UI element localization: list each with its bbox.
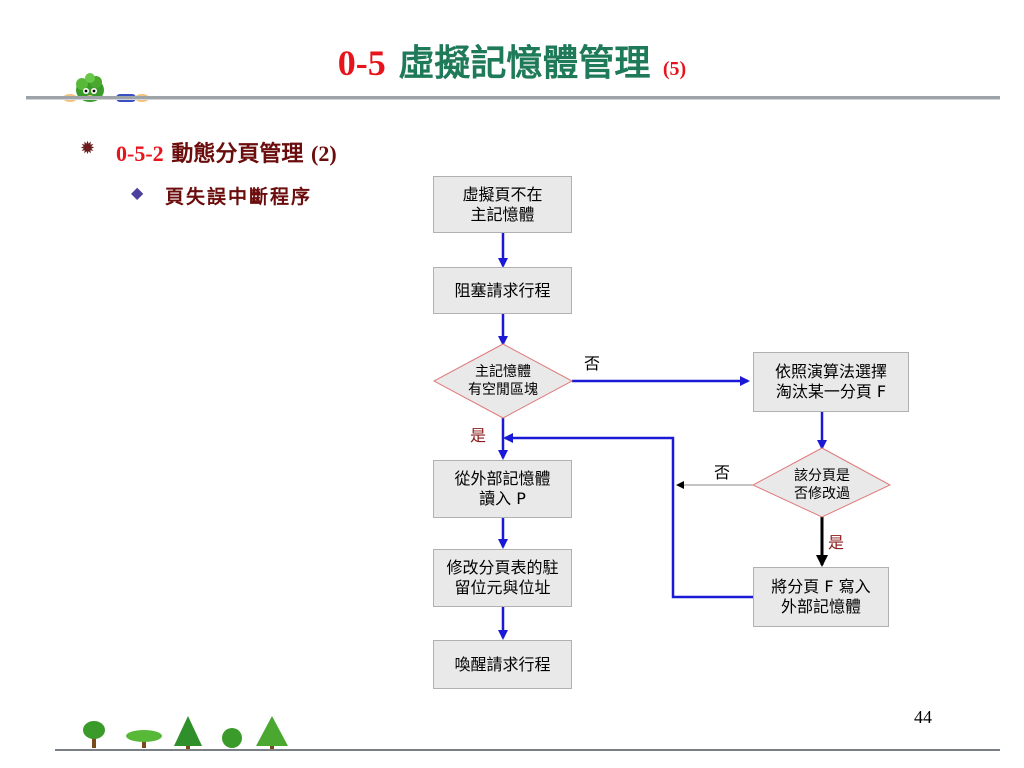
decision-modified-shape: [751, 447, 892, 518]
page-number: 44: [914, 707, 932, 727]
starburst-bullet-icon: ✹: [80, 138, 96, 159]
title-divider: [26, 96, 1000, 100]
section-suffix: (2): [311, 141, 337, 166]
decision-free-block: 主記憶體 有空閒區塊: [468, 364, 538, 398]
label-no-free-block: 否: [584, 354, 601, 373]
box-not-in-memory: 虛擬頁不在 主記憶體: [433, 176, 572, 233]
section-heading: 0-5-2 動態分頁管理 (2): [116, 136, 337, 168]
decision-free-block-shape: [432, 343, 574, 419]
title-text: 虛擬記憶體管理: [398, 42, 651, 84]
arrow-writeout-to-read: [503, 433, 753, 599]
label-not-modified: 否: [714, 463, 731, 482]
label-modified: 是: [828, 533, 845, 552]
section-text: 動態分頁管理: [171, 141, 304, 167]
title-number: 0-5: [337, 43, 386, 83]
section-number: 0-5-2: [116, 141, 164, 166]
tree-decoration-icon: [83, 716, 288, 750]
box-modify-table: 修改分頁表的駐 留位元與位址: [433, 549, 572, 607]
title-suffix: (5): [662, 58, 687, 80]
box-write-out: 將分頁 F 寫入 外部記憶體: [753, 567, 889, 627]
box-select-victim: 依照演算法選擇 淘汰某一分頁 F: [753, 352, 909, 412]
footer-divider: [55, 749, 1000, 751]
box-block-process: 阻塞請求行程: [433, 267, 572, 314]
box-read-in: 從外部記憶體 讀入 P: [433, 460, 572, 518]
subpoint-text: 頁失誤中斷程序: [165, 186, 313, 208]
box-wake-process: 喚醒請求行程: [433, 640, 572, 689]
label-yes-free-block: 是: [470, 426, 487, 445]
slide-title: 0-5 虛擬記憶體管理 (5): [0, 34, 1024, 86]
decision-modified: 該分頁是 否修改過: [794, 468, 850, 502]
diamond-bullet-icon: ◆: [131, 183, 144, 202]
